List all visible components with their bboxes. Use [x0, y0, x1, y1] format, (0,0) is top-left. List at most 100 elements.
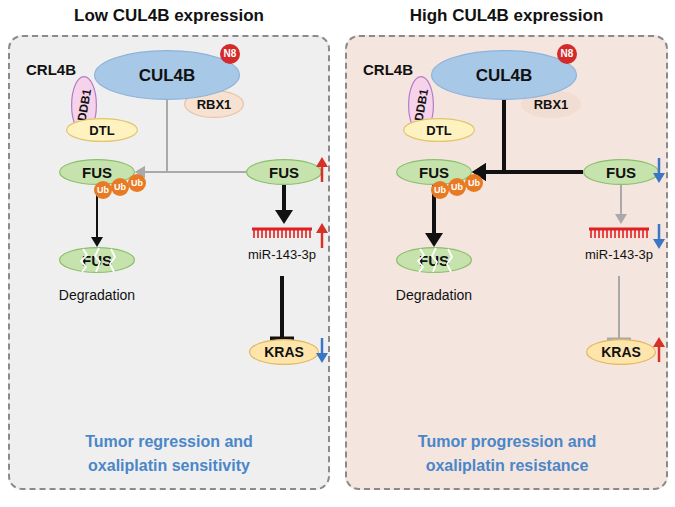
node-outline: [584, 160, 659, 185]
mirna-name: miR-143-3p: [585, 248, 653, 261]
node-label: N8: [561, 49, 574, 59]
mirna-symbol: [252, 226, 312, 242]
node-outline: [111, 178, 129, 196]
mirna-tooth: [606, 229, 608, 238]
mirna-tooth: [590, 229, 592, 238]
node-outline: [128, 174, 146, 192]
crack-line: [81, 249, 87, 272]
node-outline: [94, 181, 112, 199]
node-label: FUS: [419, 165, 449, 180]
node-outline: [587, 340, 656, 365]
crack-line: [95, 248, 100, 272]
process-label: Degradation: [379, 287, 489, 303]
protein-ellipse: FUS: [246, 159, 322, 185]
degraded-protein: FUS: [396, 247, 472, 273]
node-outline: [95, 51, 240, 100]
node-label: RBX1: [197, 98, 232, 111]
node-outline: [448, 178, 466, 196]
node-outline: [60, 248, 135, 273]
protein-ellipse: CUL4B: [431, 50, 577, 100]
mirna-tooth: [630, 229, 632, 238]
protein-ellipse: CUL4B: [94, 50, 240, 100]
mirna-tooth: [642, 229, 644, 238]
mirna-tooth: [634, 229, 636, 238]
protein-ellipse: KRAS: [249, 339, 319, 365]
mirna-tooth: [598, 229, 600, 238]
mirna-tooth: [305, 229, 307, 238]
node-label: CUL4B: [139, 67, 196, 84]
connector-line: [282, 185, 286, 212]
connector-line: [484, 170, 583, 174]
mirna-tooth: [265, 229, 267, 238]
node-outline: [404, 119, 475, 142]
nedd8-circle: N8: [557, 44, 577, 64]
mirna-tooth: [293, 229, 295, 238]
node-label: Ub: [97, 186, 109, 195]
ubiquitin-circle: Ub: [431, 181, 449, 199]
mirna-tooth: [277, 229, 279, 238]
node-label: Ub: [114, 183, 126, 192]
mirna-tooth: [261, 229, 263, 238]
complex-name: CRL4B: [363, 61, 423, 78]
node-label: KRAS: [264, 345, 304, 359]
mirna-tooth: [602, 229, 604, 238]
mirna-tooth: [285, 229, 287, 238]
connector-line: [620, 185, 622, 216]
node-label: RBX1: [534, 98, 569, 111]
mirna-tooth: [289, 229, 291, 238]
node-label: CUL4B: [476, 67, 533, 84]
crack-line: [432, 248, 437, 272]
degraded-protein: FUS: [59, 247, 135, 273]
node-outline: [220, 44, 240, 64]
crack-overlay: [59, 247, 135, 273]
node-label: Ub: [434, 186, 446, 195]
panel-title: Low CUL4B expression: [0, 6, 338, 26]
panel-title: High CUL4B expression: [337, 6, 675, 26]
protein-ellipse: DTL: [403, 118, 475, 142]
mirna-tooth: [297, 229, 299, 238]
node-label: FUS: [606, 165, 636, 180]
node-outline: [557, 44, 577, 64]
protein-ellipse: FUS: [583, 159, 659, 185]
mirna-tooth: [253, 229, 255, 238]
mirna-tooth: [626, 229, 628, 238]
ubiquitin-circle: Ub: [94, 181, 112, 199]
mirna-name: miR-143-3p: [248, 248, 316, 261]
panel-box: Low CUL4B expressionTumor regression and…: [8, 35, 330, 490]
outcome-text: Tumor regression and oxaliplatin sensiti…: [54, 430, 284, 478]
connector-line: [280, 276, 284, 339]
crack-overlay: [396, 247, 472, 273]
outcome-text: Tumor progression and oxaliplatin resist…: [392, 430, 622, 478]
mirna-node: miR-143-3p: [242, 224, 322, 276]
node-label: Ub: [468, 179, 480, 188]
mirna-tooth: [610, 229, 612, 238]
mirna-tooth: [281, 229, 283, 238]
node-label: FUS: [82, 165, 112, 180]
node-outline: [465, 174, 483, 192]
mirna-tooth: [257, 229, 259, 238]
crack-line: [110, 249, 115, 272]
ubiquitin-circle: Ub: [465, 174, 483, 192]
node-label: Ub: [131, 179, 143, 188]
mirna-tooth: [614, 229, 616, 238]
node-outline: [250, 340, 319, 365]
connector-line: [143, 171, 246, 173]
mirna-tooth: [594, 229, 596, 238]
complex-name: CRL4B: [26, 61, 86, 78]
mirna-tooth: [269, 229, 271, 238]
protein-ellipse: DTL: [66, 118, 138, 142]
nedd8-circle: N8: [220, 44, 240, 64]
mirna-node: miR-143-3p: [579, 224, 659, 276]
panel-box: High CUL4B expressionTumor progression a…: [345, 35, 668, 490]
node-label: DTL: [426, 124, 451, 137]
node-label: FUS: [269, 165, 299, 180]
node-outline: [185, 91, 244, 118]
mirna-tooth: [309, 229, 311, 238]
mirna-tooth: [301, 229, 303, 238]
mirna-symbol: [589, 226, 649, 242]
crack-line: [418, 249, 424, 272]
mirna-tooth: [622, 229, 624, 238]
node-outline: [247, 160, 322, 185]
node-outline: [432, 51, 577, 100]
